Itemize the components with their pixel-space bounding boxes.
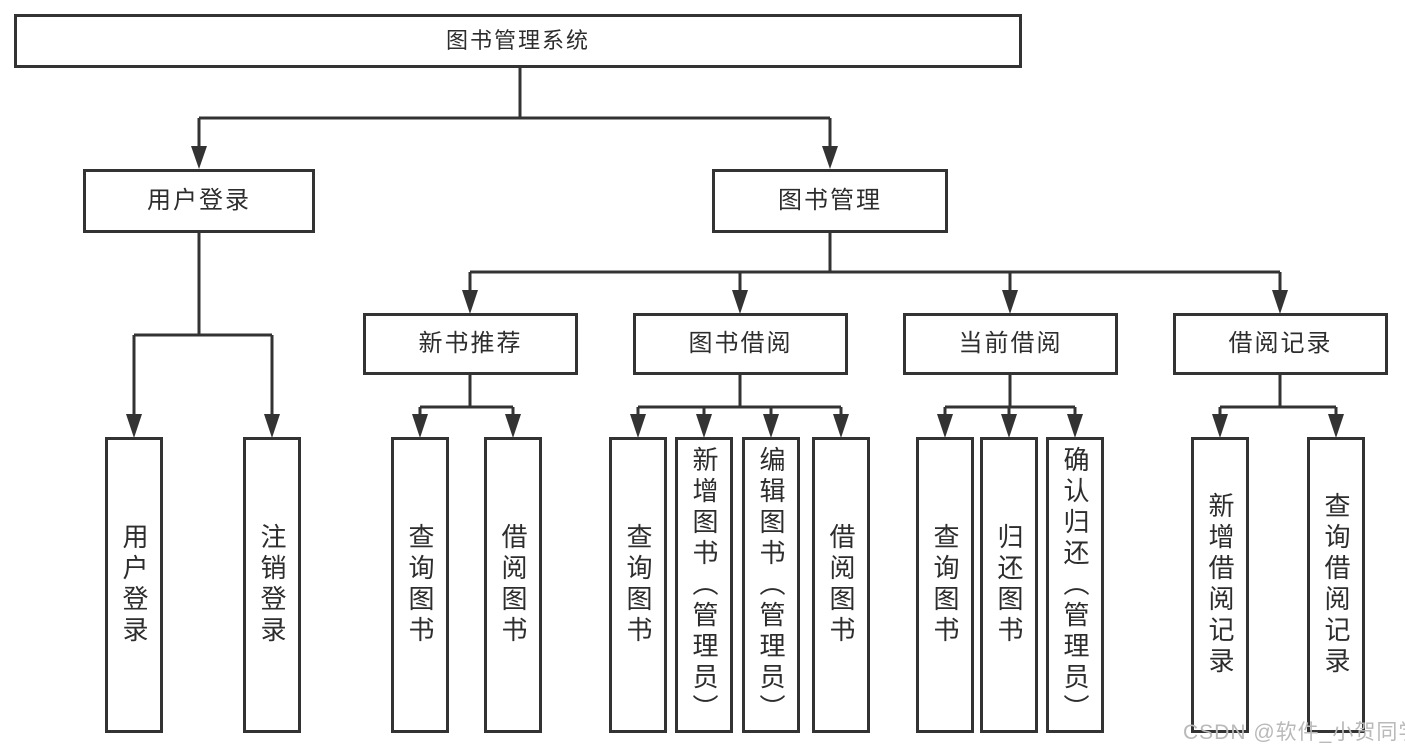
csdn-watermark: CSDN @软件_小贺同学 [1183, 721, 1405, 744]
leaf-add-books-admin-label: 新增图书（管理员） [689, 445, 719, 725]
node-current-borrow-label: 当前借阅 [958, 330, 1063, 357]
leaf-user-login-label: 用户登录 [119, 523, 149, 647]
leaf-query-books-current-label: 查询图书 [930, 523, 960, 647]
leaf-edit-books-admin-label: 编辑图书（管理员） [756, 445, 786, 725]
leaf-add-books-admin: 新增图书（管理员） [675, 437, 733, 733]
connector-book-management-groups [462, 233, 1288, 314]
leaf-logout: 注销登录 [243, 437, 301, 733]
node-user-login-label: 用户登录 [147, 187, 251, 214]
leaf-query-books-borrow-label: 查询图书 [623, 523, 653, 647]
leaf-borrow-books-recommend: 借阅图书 [484, 437, 542, 733]
node-new-book-recommend-label: 新书推荐 [418, 330, 523, 357]
leaf-query-borrow-record: 查询借阅记录 [1307, 437, 1365, 733]
node-borrow-records: 借阅记录 [1173, 313, 1388, 375]
leaf-borrow-books-label: 借阅图书 [826, 523, 856, 647]
leaf-query-books-current: 查询图书 [916, 437, 974, 733]
leaf-edit-books-admin: 编辑图书（管理员） [742, 437, 800, 733]
node-book-management: 图书管理 [712, 169, 948, 233]
leaf-query-books-recommend: 查询图书 [391, 437, 449, 733]
leaf-user-login: 用户登录 [105, 437, 163, 733]
leaf-add-borrow-record: 新增借阅记录 [1191, 437, 1249, 733]
connector-current-borrow-children [937, 375, 1083, 438]
node-new-book-recommend: 新书推荐 [363, 313, 578, 375]
node-book-borrow-label: 图书借阅 [688, 330, 793, 357]
connector-new-book-children [412, 375, 521, 438]
leaf-add-borrow-record-label: 新增借阅记录 [1205, 492, 1235, 678]
leaf-query-books-recommend-label: 查询图书 [405, 523, 435, 647]
node-root-label: 图书管理系统 [445, 28, 590, 53]
leaf-borrow-books: 借阅图书 [812, 437, 870, 733]
leaf-confirm-return-admin-label: 确认归还（管理员） [1060, 445, 1090, 725]
connector-book-borrow-children [630, 375, 849, 438]
leaf-return-books: 归还图书 [980, 437, 1038, 733]
node-user-login: 用户登录 [83, 169, 315, 233]
leaf-logout-label: 注销登录 [257, 523, 287, 647]
node-borrow-records-label: 借阅记录 [1228, 330, 1333, 357]
leaf-confirm-return-admin: 确认归还（管理员） [1046, 437, 1104, 733]
leaf-query-borrow-record-label: 查询借阅记录 [1321, 492, 1351, 678]
node-current-borrow: 当前借阅 [903, 313, 1118, 375]
connector-user-login-children [126, 233, 280, 438]
node-book-borrow: 图书借阅 [633, 313, 848, 375]
node-root-library-system: 图书管理系统 [14, 14, 1022, 68]
connector-root-to-level2 [191, 68, 838, 169]
node-book-management-label: 图书管理 [778, 187, 882, 214]
leaf-return-books-label: 归还图书 [994, 523, 1024, 647]
leaf-borrow-books-recommend-label: 借阅图书 [498, 523, 528, 647]
leaf-query-books-borrow: 查询图书 [609, 437, 667, 733]
connector-borrow-records-children [1212, 375, 1344, 438]
